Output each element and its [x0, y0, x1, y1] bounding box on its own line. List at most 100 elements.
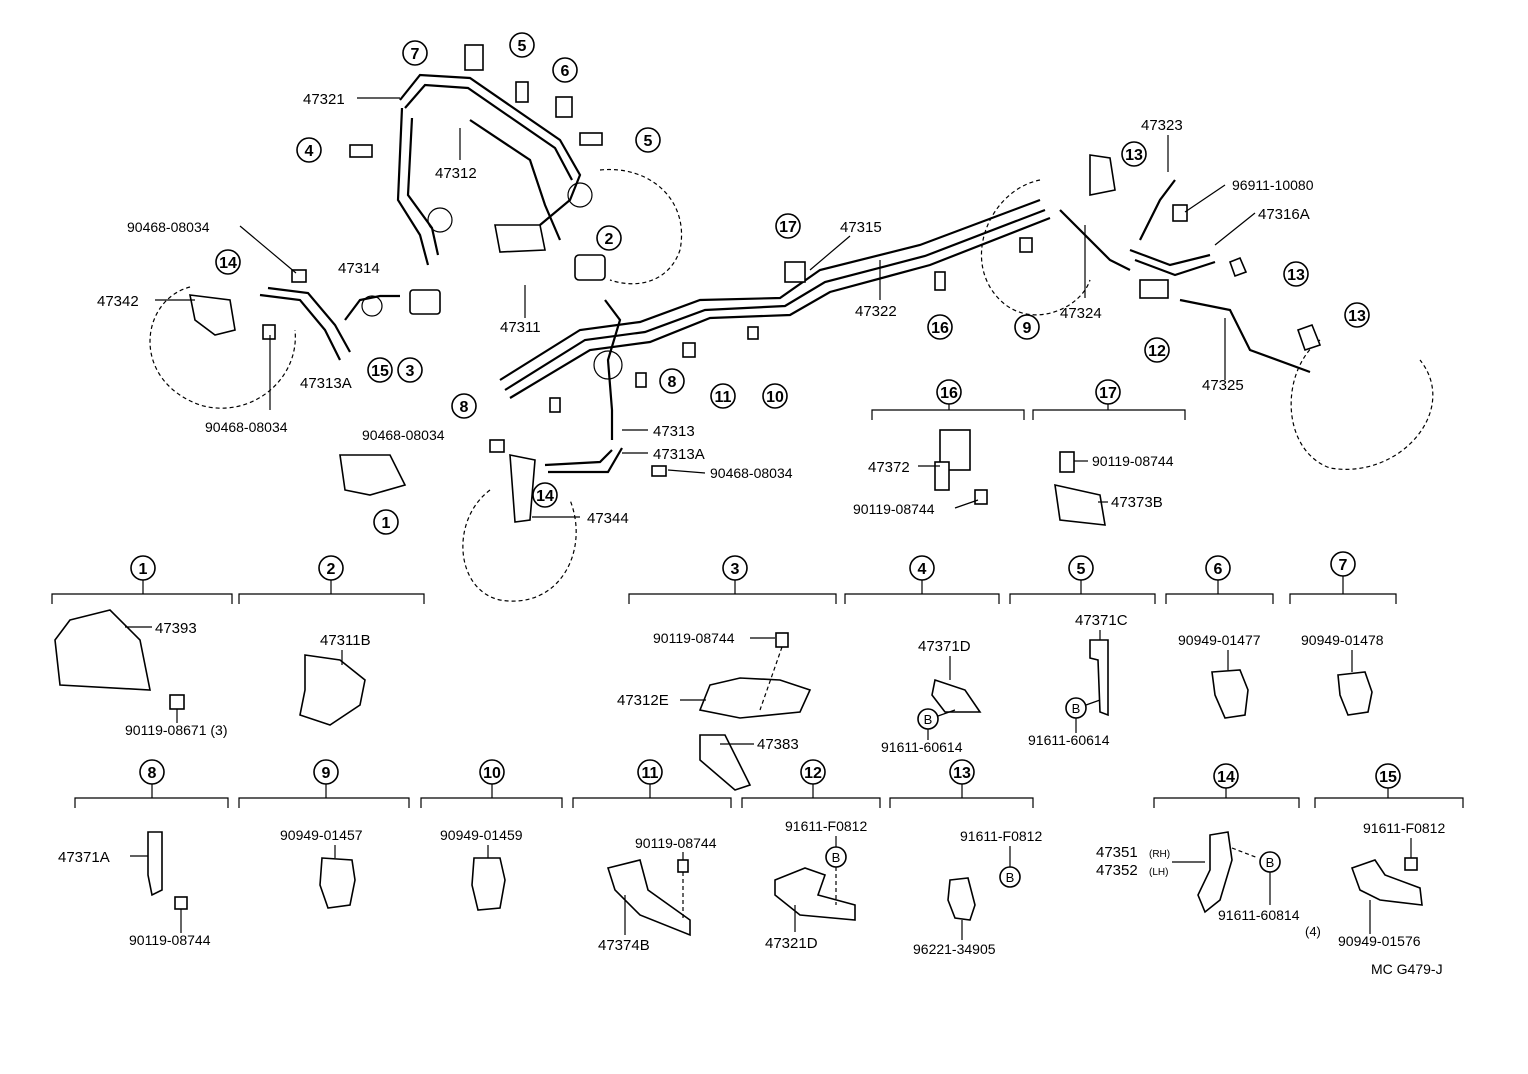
label-90949-01576: 90949-01576 [1338, 933, 1421, 949]
svg-text:13: 13 [1125, 147, 1143, 164]
svg-text:13: 13 [1287, 267, 1305, 284]
union-47312E-detail [698, 677, 812, 719]
label-90119-08671: 90119-08671 (3) [125, 722, 227, 738]
group-12: 12 91611-F0812 B 47321D [741, 759, 881, 952]
clip-96221-34905-detail [947, 877, 976, 921]
callout-15: 15 [367, 357, 393, 383]
svg-text:11: 11 [642, 765, 659, 782]
tube-coil-left [427, 207, 453, 233]
svg-text:12: 12 [804, 765, 822, 782]
group-7: 7 90949-01478 [1289, 551, 1397, 716]
bracket-47351-detail [1197, 831, 1233, 914]
svg-text:15: 15 [371, 363, 389, 380]
label-47313A-b: 47313A [653, 446, 705, 463]
callout-12: 12 [1144, 337, 1170, 363]
label-47324: 47324 [1060, 305, 1102, 322]
bracket-47383-detail [699, 734, 752, 791]
clip-11-part [682, 342, 696, 358]
label-47313: 47313 [653, 423, 695, 440]
tube-coil-master [567, 182, 593, 208]
leader-96911 [1184, 184, 1226, 213]
label-47323: 47323 [1141, 117, 1183, 134]
clip-13b-part [1228, 256, 1248, 278]
svg-text:6: 6 [1214, 561, 1223, 578]
svg-text:3: 3 [406, 363, 415, 380]
label-91611-60614-5: 91611-60614 [1028, 732, 1110, 748]
svg-text:8: 8 [668, 374, 677, 391]
clip-5b-part [579, 132, 603, 146]
callout-10: 10 [762, 383, 788, 409]
drawing-code: MC G479-J [1371, 961, 1443, 977]
bolt-15-part [1404, 857, 1418, 871]
svg-text:1: 1 [139, 561, 148, 578]
label-96911-10080: 96911-10080 [1232, 177, 1314, 193]
clip-9-part [1019, 237, 1033, 253]
svg-text:7: 7 [411, 46, 420, 63]
label-90949-01477: 90949-01477 [1178, 632, 1261, 648]
svg-text:5: 5 [1077, 561, 1086, 578]
group-3: 3 90119-08744 47312E 47383 [617, 555, 837, 791]
svg-text:2: 2 [605, 231, 614, 248]
label-47393: 47393 [155, 620, 197, 637]
b-marker-12: B [825, 846, 847, 868]
svg-text:9: 9 [1023, 320, 1032, 337]
svg-text:2: 2 [327, 561, 336, 578]
b-marker-5: B [1065, 697, 1087, 719]
master-cylinder-body [494, 224, 546, 253]
clip-90949-01477-detail [1211, 669, 1249, 719]
label-47371A: 47371A [58, 849, 110, 866]
clip-90468c-part [489, 439, 505, 453]
callout-6: 6 [552, 57, 578, 83]
tube-coil-center [593, 350, 623, 380]
leader-47315 [809, 235, 851, 271]
svg-text:16: 16 [940, 385, 958, 402]
svg-text:14: 14 [1217, 769, 1235, 786]
hose-47313A-front-b [267, 286, 351, 353]
svg-text:16: 16 [931, 320, 949, 337]
callout-13: 13 [1121, 141, 1147, 167]
label-90468-08034-d: 90468-08034 [710, 465, 793, 481]
label-90468-08034: 90468-08034 [127, 219, 210, 235]
callout-5-b: 5 [635, 127, 661, 153]
b-marker-14: B [1259, 851, 1281, 873]
group-10: 10 90949-01459 [420, 759, 563, 911]
label-47313A: 47313A [300, 375, 352, 392]
clip-90949-01459-detail [471, 857, 506, 911]
callout-4: 4 [296, 137, 322, 163]
label-47371C: 47371C [1075, 612, 1128, 629]
label-90119-08744-3: 90119-08744 [653, 630, 735, 646]
valve-right-part [1089, 154, 1116, 196]
group-17: 17 90119-08744 47373B [1032, 379, 1186, 511]
union-47311B-part [574, 254, 606, 281]
bolt-8-part [174, 896, 188, 910]
bolt-3-part [775, 632, 789, 648]
callout-2: 2 [596, 225, 622, 251]
label-47325: 47325 [1202, 377, 1244, 394]
svg-text:8: 8 [148, 765, 157, 782]
bracket-47373B-part [1054, 483, 1106, 526]
label-47374B: 47374B [598, 937, 650, 954]
group-8: 8 47371A 90119-08744 [58, 759, 229, 948]
svg-text:8: 8 [460, 399, 469, 416]
label-qty-4: (4) [1305, 924, 1321, 939]
label-91611-60614-4: 91611-60614 [881, 739, 963, 755]
label-47321: 47321 [303, 91, 345, 108]
tube-47312-inner [469, 119, 562, 241]
bracket-47374B-detail [606, 859, 691, 937]
tube-47321-top-inner [404, 83, 573, 181]
tube-47325 [1179, 298, 1311, 374]
callout-14-b: 14 [532, 482, 558, 508]
clip-8a-part [635, 372, 647, 388]
b-marker-4: B [917, 708, 939, 730]
label-47311B: 47311B [320, 632, 371, 649]
callout-14: 14 [215, 249, 241, 275]
label-47351: 47351 [1096, 844, 1138, 861]
bracket-47372-tab [934, 461, 950, 491]
svg-text:17: 17 [779, 219, 797, 236]
bracket-47344-part [509, 454, 536, 523]
hose-47316A-b [1134, 258, 1216, 277]
svg-text:B: B [1006, 870, 1015, 885]
label-47371D: 47371D [918, 638, 971, 655]
svg-text:B: B [1072, 701, 1081, 716]
